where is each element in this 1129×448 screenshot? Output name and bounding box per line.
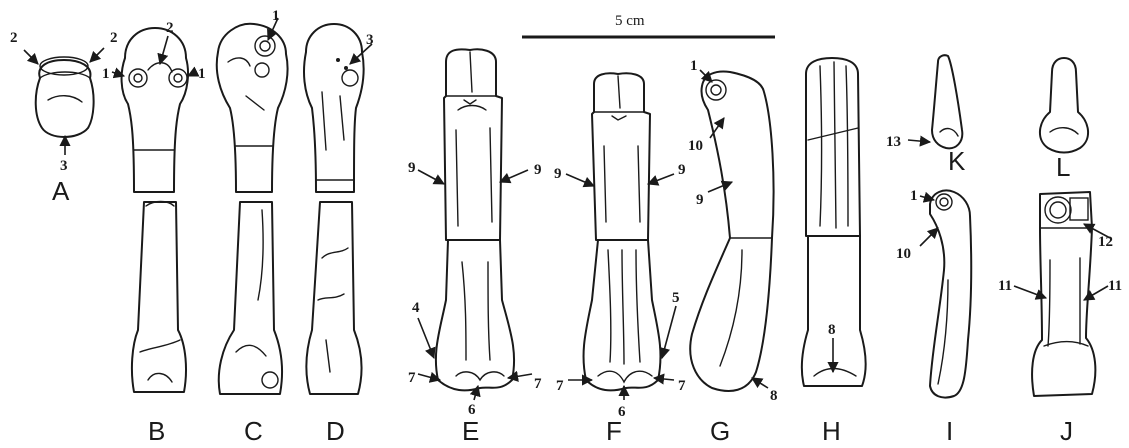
bone-a [36,57,94,137]
bone-f [584,73,661,390]
panel-label: G [710,416,730,446]
label-8: 8 [770,388,778,404]
panel-label: E [462,416,479,446]
bone-j [1032,192,1095,396]
bone-c [217,24,288,394]
label-9: 9 [696,192,704,208]
label-7: 7 [534,376,542,392]
panel-label: J [1060,416,1073,446]
label-5: 5 [672,290,680,306]
panel-label: C [244,416,263,446]
label-1: 1 [198,66,206,82]
label-11: 11 [998,278,1012,294]
bone-i [930,191,971,398]
label-9: 9 [678,162,686,178]
panel-label: A [52,176,70,206]
panel-label: H [822,416,841,446]
panel-label: B [148,416,165,446]
label-7: 7 [408,370,416,386]
panel-label: D [326,416,345,446]
label-9: 9 [534,162,542,178]
label-1: 1 [272,8,280,24]
label-10: 10 [896,246,911,262]
label-12: 12 [1098,234,1113,250]
label-7: 7 [556,378,564,394]
scale-bar-label: 5 cm [615,13,645,29]
label-1: 1 [910,188,918,204]
panel-label: I [946,416,953,446]
label-8: 8 [828,322,836,338]
bone-b [122,28,188,392]
bone-l [1040,58,1088,153]
bone-d [304,24,364,394]
label-1: 1 [102,66,110,82]
bone-e [436,49,514,390]
label-3: 3 [366,32,374,48]
label-9: 9 [408,160,416,176]
label-7: 7 [678,378,686,394]
label-10: 10 [688,138,703,154]
label-2: 2 [10,30,18,46]
panel-label: K [948,146,966,176]
label-9: 9 [554,166,562,182]
label-3: 3 [60,158,68,174]
panel-label: L [1056,152,1070,182]
label-11: 11 [1108,278,1122,294]
label-1: 1 [690,58,698,74]
label-4: 4 [412,300,420,316]
bone-g [690,72,773,391]
label-2: 2 [166,20,174,36]
label-2: 2 [110,30,118,46]
panel-label: F [606,416,622,446]
bone-k [932,55,962,148]
scale-bar: 5 cm [522,13,775,37]
label-13: 13 [886,134,901,150]
